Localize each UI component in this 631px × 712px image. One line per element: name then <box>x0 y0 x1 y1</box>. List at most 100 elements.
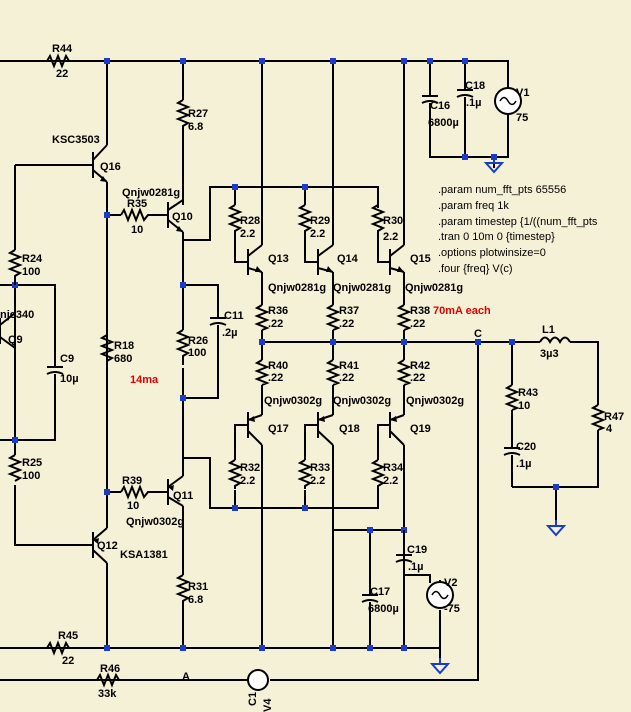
r36-ref: R36 <box>268 305 288 317</box>
c17-value: 6800µ <box>368 603 399 615</box>
transistor-symbols <box>0 144 405 564</box>
r26-value: 100 <box>188 347 206 359</box>
r24-ref: R24 <box>22 253 43 265</box>
net-c-label: C <box>474 328 482 340</box>
l1-value: 3µ3 <box>540 348 559 360</box>
capacitor-symbols <box>46 78 521 610</box>
r43-value: 10 <box>518 400 530 412</box>
spice-line: .param timestep {1/((num_fft_pts <box>438 216 598 228</box>
r37-value: .22 <box>339 318 354 330</box>
c20-value: .1µ <box>516 458 532 470</box>
ground-icon <box>547 519 565 536</box>
r34-ref: R34 <box>383 462 404 474</box>
c19-value: .1µ <box>408 561 424 573</box>
r30-value: 2.2 <box>383 231 398 243</box>
r31-ref: R31 <box>188 581 208 593</box>
q15-model: Qnjw0281g <box>405 282 463 294</box>
r45-value: 22 <box>62 655 74 667</box>
r27-value: 6.8 <box>188 121 203 133</box>
q16-model: KSC3503 <box>52 134 100 146</box>
r38-value: .22 <box>410 318 425 330</box>
v4-label: V4 <box>262 698 274 712</box>
c9-value: 10µ <box>60 373 79 385</box>
c19-ref: C19 <box>407 544 427 556</box>
q13-model: Qnjw0281g <box>268 282 326 294</box>
c11-value: .2µ <box>222 327 238 339</box>
spice-line: .param num_fft_pts 65556 <box>438 184 566 196</box>
r47-value: 4 <box>606 423 613 435</box>
r24-value: 100 <box>22 266 40 278</box>
r35-value: 10 <box>131 224 143 236</box>
r33-ref: R33 <box>310 462 330 474</box>
c17-ref: C17 <box>370 586 390 598</box>
q13-ref: Q13 <box>268 253 289 265</box>
wires <box>0 60 599 681</box>
r37-ref: R37 <box>339 305 359 317</box>
voltage-sources <box>247 87 522 691</box>
r39-ref: R39 <box>122 475 142 487</box>
q10-model: Qnjw0281g <box>122 187 180 199</box>
resistor-symbols <box>7 53 606 688</box>
q19-ref: Q19 <box>410 423 431 435</box>
r25-ref: R25 <box>22 457 42 469</box>
r25-value: 100 <box>22 470 40 482</box>
inductor-l1-symbol <box>539 336 571 345</box>
q11-model: Qnjw0302g <box>126 516 184 528</box>
v2-value: -75 <box>444 603 460 615</box>
q12-ref: Q12 <box>97 540 118 552</box>
v1-ref: V1 <box>516 87 529 99</box>
r47-ref: R47 <box>604 411 624 423</box>
r32-ref: R32 <box>240 462 260 474</box>
q14-ref: Q14 <box>337 253 359 265</box>
r36-value: .22 <box>268 318 283 330</box>
spice-line: .four {freq} V(c) <box>438 263 513 275</box>
r41-value: .22 <box>339 372 354 384</box>
r32-value: 2.2 <box>240 475 255 487</box>
r29-value: 2.2 <box>310 228 325 240</box>
r45-ref: R45 <box>58 630 78 642</box>
r18-value: 680 <box>114 353 132 365</box>
q10-ref: Q10 <box>172 211 193 223</box>
r29-ref: R29 <box>310 215 330 227</box>
ground-icon <box>431 657 449 674</box>
r35-ref: R35 <box>127 198 147 210</box>
q17-ref: Q17 <box>268 423 289 435</box>
q11-ref: Q11 <box>173 490 193 502</box>
l1-ref: L1 <box>542 324 555 336</box>
q16-ref: Q16 <box>100 161 121 173</box>
c16-ref: C16 <box>430 100 450 112</box>
q18-ref: Q18 <box>339 423 360 435</box>
r26-ref: R26 <box>188 335 208 347</box>
component-labels: R44 22 R45 22 R46 33k A KSC3503 Q16 Q12 … <box>0 43 624 700</box>
c16-value: 6800µ <box>428 117 459 129</box>
r46-ref: R46 <box>100 663 120 675</box>
r38-ref: R38 <box>410 305 430 317</box>
spice-line: .options plotwinsize=0 <box>438 247 546 259</box>
spice-directives: .param num_fft_pts 65556 .param freq 1k … <box>438 184 598 275</box>
v2-ref: V2 <box>444 577 457 589</box>
r40-ref: R40 <box>268 360 288 372</box>
r44-value: 22 <box>56 68 68 80</box>
r46-value: 33k <box>98 688 117 700</box>
r33-value: 2.2 <box>310 475 325 487</box>
r28-value: 2.2 <box>240 228 255 240</box>
r31-value: 6.8 <box>188 594 203 606</box>
r42-value: .22 <box>410 372 425 384</box>
bias-annotation: 14ma <box>130 374 159 386</box>
c9-ref: C9 <box>60 353 74 365</box>
r44-ref: R44 <box>52 43 73 55</box>
c18-value: .1µ <box>466 97 482 109</box>
r42-ref: R42 <box>410 360 430 372</box>
r41-ref: R41 <box>339 360 359 372</box>
r43-ref: R43 <box>518 387 538 399</box>
r18-ref: R18 <box>114 340 134 352</box>
r34-value: 2.2 <box>383 475 398 487</box>
c11-ref: C11 <box>224 310 244 322</box>
q9-model: nje340 <box>0 309 34 321</box>
r30-ref: R30 <box>383 215 403 227</box>
junctions <box>12 58 559 651</box>
q14-model: Qnjw0281g <box>333 282 391 294</box>
q9-ref: Q9 <box>8 334 23 346</box>
r40-value: .22 <box>268 372 283 384</box>
